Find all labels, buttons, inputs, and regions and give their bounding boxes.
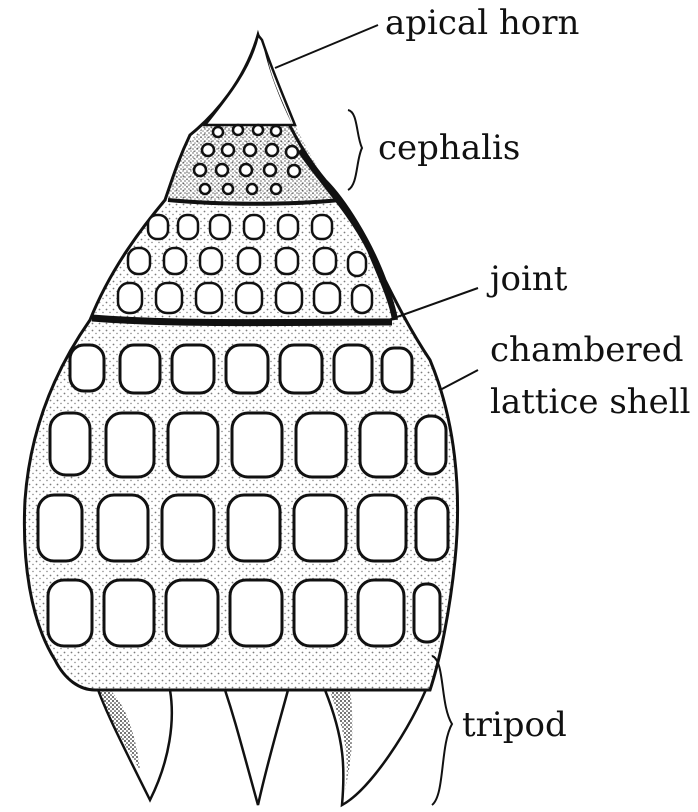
label-tripod: tripod [462,708,567,742]
label-chambered-line1: chambered [490,333,683,367]
apical-horn [205,35,295,125]
label-joint: joint [490,262,567,296]
chambered-leader [440,370,478,390]
tripod-foot-middle [225,690,288,805]
cephalis-bracket [348,110,362,190]
label-cephalis: cephalis [378,131,520,165]
label-apical-horn: apical horn [385,6,579,40]
tripod-feet [95,680,430,805]
label-chambered-line2: lattice shell [490,385,691,419]
apical-horn-leader [275,25,378,68]
